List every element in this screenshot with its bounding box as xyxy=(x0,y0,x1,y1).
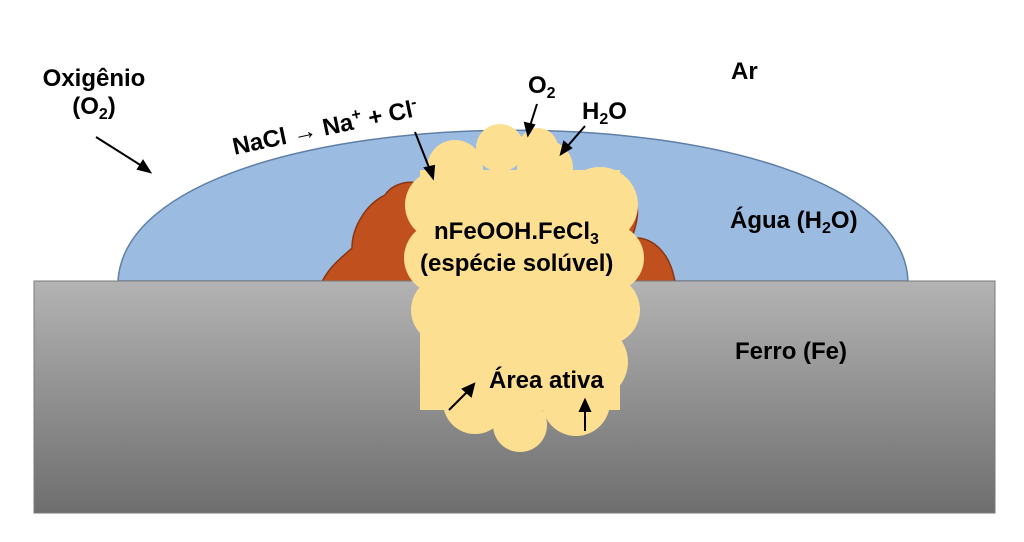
o2-arrow xyxy=(523,103,538,138)
iron-label: Ferro (Fe) xyxy=(735,338,848,365)
soluble-species-label: (espécie solúvel) xyxy=(420,250,614,277)
active-area-label: Área ativa xyxy=(489,367,604,394)
oxygen-formula: (O2) xyxy=(72,93,116,123)
active-area-arrow-right xyxy=(578,397,592,431)
soluble-species-cloud xyxy=(404,124,644,452)
oxygen-label: Oxigênio (O2) xyxy=(34,65,154,123)
h2o-label: H2O xyxy=(582,98,627,128)
h2o-arrow xyxy=(559,125,586,157)
arrows xyxy=(95,103,592,431)
product-formula: nFeOOH.FeCl3 xyxy=(434,218,599,248)
air-label: Ar xyxy=(731,58,758,85)
reaction-arrow-icon: → xyxy=(290,116,320,148)
oxygen-arrow xyxy=(95,136,153,174)
active-area-arrow-left xyxy=(448,382,476,411)
water-label: Água (H2O) xyxy=(730,207,858,237)
oxygen-word: Oxigênio xyxy=(42,65,146,92)
o2-label: O2 xyxy=(528,72,556,102)
cl-arrow xyxy=(414,131,436,181)
